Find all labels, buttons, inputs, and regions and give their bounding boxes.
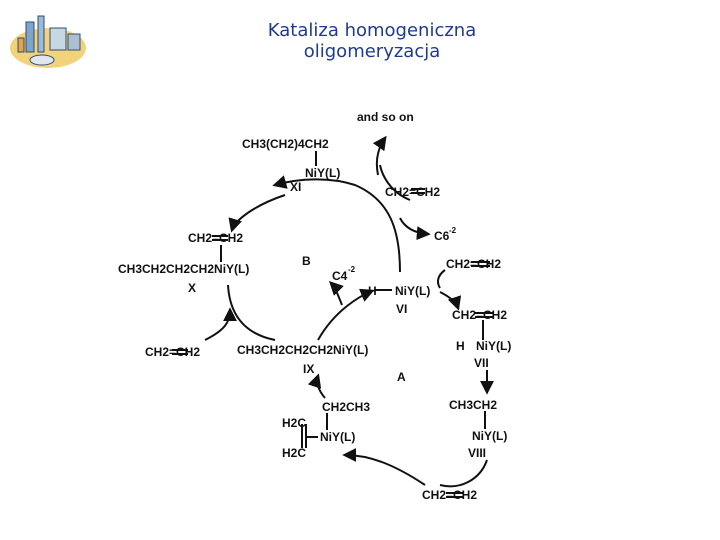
arc-vi-to-vii bbox=[439, 291, 462, 311]
species-ix-complex-metal: NiY(L) bbox=[320, 430, 355, 444]
ethylene-top: CH2=CH2 bbox=[385, 185, 440, 199]
species-x-top: CH2=CH2 bbox=[188, 231, 243, 245]
arc-b-top bbox=[272, 175, 401, 273]
title-line-1: Kataliza homogeniczna bbox=[267, 20, 477, 41]
arc-ix-complex-to-ix bbox=[307, 373, 326, 399]
arc-viii-down bbox=[439, 459, 488, 488]
species-vi-id: VI bbox=[396, 302, 407, 316]
ethylene-bottom: CH2=CH2 bbox=[422, 488, 477, 502]
arc-ethylene-to-vi bbox=[436, 269, 446, 289]
c4-charge: -2 bbox=[348, 265, 356, 274]
species-viii-id: VIII bbox=[468, 446, 486, 460]
species-viii-chain: CH3CH2 bbox=[449, 398, 497, 412]
species-vii-ethylene: CH2=CH2 bbox=[452, 308, 507, 322]
cycle-label-b: B bbox=[302, 254, 311, 268]
species-x-chain: CH3CH2CH2CH2NiY(L) bbox=[118, 262, 249, 276]
arc-b-left bbox=[228, 194, 286, 233]
arc-b-ix-to-vi bbox=[317, 288, 375, 341]
species-ix-chain: CH3CH2CH2CH2NiY(L) bbox=[237, 343, 368, 357]
species-x-id: X bbox=[188, 281, 196, 295]
c4-byproduct: C4 bbox=[332, 269, 348, 283]
arc-b-lower-left bbox=[227, 284, 276, 341]
species-ix-complex-lower: H2C bbox=[282, 446, 306, 460]
cycle-label-a: A bbox=[397, 370, 406, 384]
c6-byproduct: C6 bbox=[434, 229, 450, 243]
species-vi-metal: NiY(L) bbox=[395, 284, 430, 298]
species-ix-complex-upper: H2C bbox=[282, 416, 306, 430]
ethylene-left: CH2=CH2 bbox=[145, 345, 200, 359]
page-title: Kataliza homogeniczna oligomeryzacja bbox=[200, 20, 544, 62]
species-ix-id: IX bbox=[303, 362, 314, 376]
arc-ethylene-in-top bbox=[379, 164, 411, 201]
species-xi-id: XI bbox=[290, 180, 301, 194]
species-ix-complex-ethyl: CH2CH3 bbox=[322, 400, 370, 414]
arc-c4-out bbox=[329, 281, 344, 306]
species-vii-metal: NiY(L) bbox=[476, 339, 511, 353]
arc-ethylene-in-left bbox=[204, 307, 237, 341]
c6-charge: -2 bbox=[449, 226, 457, 235]
arc-ethylene-in-bottom bbox=[342, 448, 426, 486]
ethylene-to-vi: CH2=CH2 bbox=[446, 257, 501, 271]
title-line-2: oligomeryzacja bbox=[303, 41, 441, 62]
chemical-plant-icon bbox=[8, 8, 92, 76]
species-vii-h: H bbox=[456, 339, 465, 353]
species-vi-h: H bbox=[368, 284, 377, 298]
species-xi-chain: CH3(CH2)4CH2 bbox=[242, 137, 329, 151]
arc-top-continue bbox=[372, 135, 387, 176]
species-xi-metal: NiY(L) bbox=[305, 166, 340, 180]
arc-c6-out bbox=[399, 217, 431, 241]
species-vii-id: VII bbox=[474, 356, 489, 370]
continuation-label: and so on bbox=[357, 110, 414, 124]
species-viii-metal: NiY(L) bbox=[472, 429, 507, 443]
